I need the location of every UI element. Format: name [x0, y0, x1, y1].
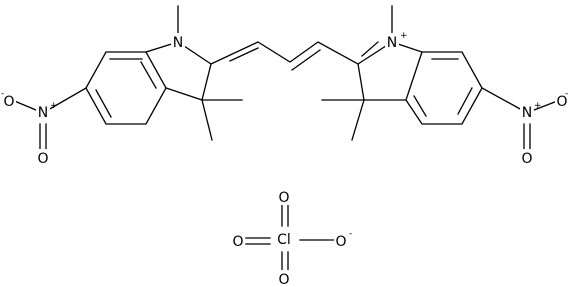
- right-benzene-ring: [405, 51, 483, 125]
- left-nitro-side-oxygen-charge: -: [1, 89, 4, 99]
- right-gem-dimethyl-bonds: [321, 99, 365, 141]
- atom-labels: N N + N + O - O N + O - O Cl O O O - O: [1, 31, 569, 287]
- right-indolium-nitrogen: N: [387, 35, 397, 51]
- methine-bridge-double-bonds: [229, 41, 379, 71]
- right-nitro-side-oxygen: O: [556, 94, 567, 110]
- left-benzene-ring: [85, 51, 167, 125]
- methine-bridge: [210, 41, 359, 65]
- right-indolium-charge: +: [400, 31, 408, 41]
- left-nitro-down-oxygen: O: [37, 151, 48, 167]
- perchlorate-top-oxygen: O: [278, 190, 289, 206]
- right-nitro-nitrogen: N: [522, 105, 532, 121]
- right-benzene-double-bonds: [413, 58, 473, 117]
- left-indoline-nitrogen: N: [173, 35, 183, 51]
- left-nitro-nitrogen-charge: +: [50, 101, 58, 111]
- perchlorate-right-oxygen: O: [335, 234, 346, 250]
- right-nitro-bonds: [481, 87, 561, 151]
- left-nitro-bonds: [11, 87, 87, 151]
- perchlorate-bonds: [245, 201, 335, 277]
- perchlorate-chlorine: Cl: [277, 232, 291, 248]
- right-nitro-down-oxygen: O: [521, 151, 532, 167]
- left-nitro-side-oxygen: O: [3, 94, 14, 110]
- left-benzene-double-bonds: [95, 58, 157, 118]
- left-gem-dimethyl-bonds: [201, 99, 243, 141]
- perchlorate-bottom-oxygen: O: [278, 272, 289, 287]
- left-nitro-nitrogen: N: [38, 105, 48, 121]
- perchlorate-left-oxygen: O: [232, 234, 243, 250]
- right-nitro-side-oxygen-charge: -: [565, 89, 568, 99]
- perchlorate-right-oxygen-charge: -: [349, 229, 352, 239]
- right-nitro-nitrogen-charge: +: [534, 101, 542, 111]
